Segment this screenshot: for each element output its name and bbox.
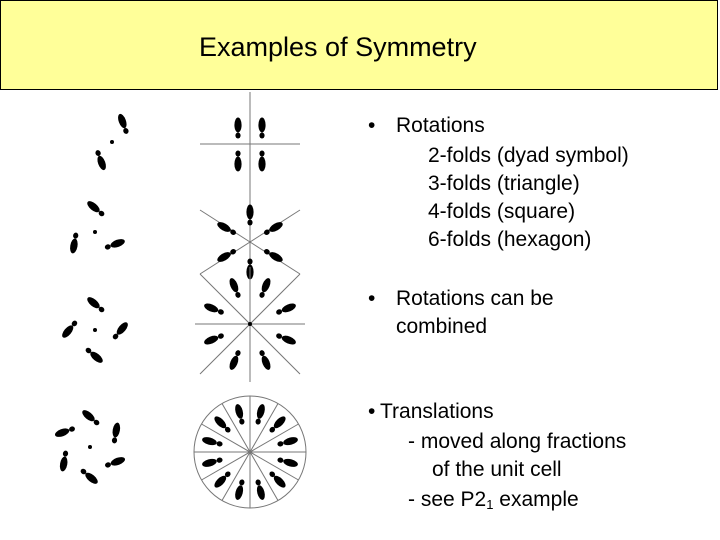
rotation-axis-dot bbox=[88, 445, 92, 449]
rotation-axis-dot bbox=[93, 230, 97, 234]
footprint-icon bbox=[80, 408, 102, 428]
footprint-icon bbox=[215, 220, 238, 237]
footprint-icon bbox=[233, 478, 247, 501]
footprint-icon bbox=[274, 331, 298, 347]
footprint-icon bbox=[93, 149, 108, 172]
footprint-icon bbox=[227, 276, 243, 300]
footprint-icon bbox=[234, 117, 242, 139]
footprint-icon bbox=[116, 112, 131, 135]
footprint-icon bbox=[212, 414, 233, 435]
rotations-heading: Rotations bbox=[396, 114, 485, 137]
footprint-icon bbox=[233, 403, 247, 426]
footprint-icon bbox=[227, 348, 243, 372]
footprint-icon bbox=[267, 414, 288, 435]
translation-item-2-suffix: example bbox=[493, 488, 579, 511]
footprint-icon bbox=[267, 469, 288, 490]
footprint-icon bbox=[78, 466, 100, 486]
footprint-icon bbox=[257, 276, 273, 300]
footprint-icon bbox=[253, 478, 267, 501]
footprint-icon bbox=[212, 469, 233, 490]
translation-item-2-prefix: - see P2 bbox=[408, 488, 487, 511]
combined-line-2: combined bbox=[396, 315, 488, 338]
footprint-symmetry-figure bbox=[53, 92, 307, 509]
title-bar: Examples of Symmetry bbox=[0, 0, 718, 90]
bullet-combined-marker: • bbox=[368, 287, 376, 310]
slide-title: Examples of Symmetry bbox=[199, 32, 477, 62]
footprint-icon bbox=[201, 435, 224, 449]
footprint-icon bbox=[253, 403, 267, 426]
rotation-item-2fold: 2-folds (dyad symbol) bbox=[428, 144, 629, 167]
footprint-icon bbox=[276, 455, 299, 469]
footprint-icon bbox=[234, 150, 242, 172]
mirror-line bbox=[199, 209, 301, 275]
footprint-icon bbox=[262, 247, 285, 264]
footprint-icon bbox=[202, 301, 226, 317]
footprint-icon bbox=[110, 320, 130, 342]
translation-item-2-subscript: 1 bbox=[486, 497, 494, 512]
mirror-line bbox=[201, 423, 299, 481]
footprint-icon bbox=[110, 422, 122, 444]
rotation-item-4fold: 4-folds (square) bbox=[428, 200, 576, 223]
bullet-translations-marker: • bbox=[368, 400, 376, 423]
footprint-icon bbox=[202, 331, 226, 347]
rotation-axis-dot bbox=[110, 140, 114, 144]
footprint-icon bbox=[103, 237, 126, 252]
footprint-icon bbox=[276, 435, 299, 449]
translation-item-1-line-1: - moved along fractions bbox=[408, 430, 627, 453]
footprint-icon bbox=[274, 301, 298, 317]
footprint-icon bbox=[246, 204, 254, 226]
footprint-icon bbox=[83, 345, 105, 365]
footprint-icon bbox=[262, 220, 285, 237]
footprint-icon bbox=[60, 318, 80, 340]
bullet-rotations-marker: • bbox=[368, 114, 376, 137]
footprint-icon bbox=[85, 295, 107, 315]
footprint-icon bbox=[53, 424, 77, 439]
rotation-axis-dot bbox=[248, 322, 252, 326]
footprint-icon bbox=[215, 247, 238, 264]
footprint-icon bbox=[257, 348, 273, 372]
footprint-icon bbox=[85, 199, 107, 219]
translation-item-1-line-2: of the unit cell bbox=[432, 458, 562, 481]
footprint-icon bbox=[258, 117, 266, 139]
combined-line-1: Rotations can be bbox=[396, 287, 554, 310]
footprint-icon bbox=[58, 450, 70, 472]
translation-item-2: - see P21 example bbox=[408, 486, 579, 514]
footprint-icon bbox=[103, 455, 127, 470]
footprint-icon bbox=[258, 150, 266, 172]
rotation-item-6fold: 6-folds (hexagon) bbox=[428, 228, 592, 251]
rotation-item-3fold: 3-folds (triangle) bbox=[428, 172, 580, 195]
rotation-axis-dot bbox=[93, 328, 97, 332]
footprint-icon bbox=[201, 455, 224, 469]
footprint-icon bbox=[69, 232, 80, 254]
translations-heading: Translations bbox=[380, 400, 494, 423]
